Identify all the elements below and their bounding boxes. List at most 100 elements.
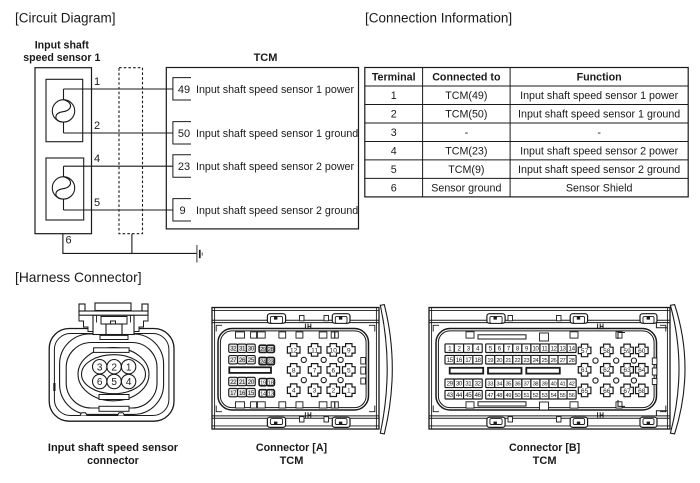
svg-text:19: 19 xyxy=(487,358,493,364)
svg-text:TCM(23): TCM(23) xyxy=(445,146,487,158)
svg-text:5: 5 xyxy=(111,377,117,388)
svg-text:23: 23 xyxy=(178,161,190,173)
svg-text:54: 54 xyxy=(551,393,558,399)
svg-text:56: 56 xyxy=(569,393,575,399)
svg-text:36: 36 xyxy=(515,382,521,388)
svg-text:23: 23 xyxy=(268,359,274,365)
svg-text:50: 50 xyxy=(178,128,190,140)
svg-text:1: 1 xyxy=(94,76,100,88)
svg-text:5: 5 xyxy=(94,197,100,209)
svg-text:TCM: TCM xyxy=(280,455,304,467)
svg-text:Terminal: Terminal xyxy=(372,72,416,84)
svg-text:Input shaft speed sensor 2 gro: Input shaft speed sensor 2 ground xyxy=(196,205,358,217)
svg-text:3: 3 xyxy=(467,346,471,353)
svg-text:-: - xyxy=(465,127,469,139)
svg-text:22: 22 xyxy=(230,379,237,386)
svg-text:47: 47 xyxy=(487,393,493,399)
svg-text:29: 29 xyxy=(260,347,266,353)
svg-text:61: 61 xyxy=(581,367,589,374)
svg-text:40: 40 xyxy=(551,382,557,388)
svg-text:3: 3 xyxy=(97,362,103,373)
svg-text:41: 41 xyxy=(560,382,566,388)
svg-text:29: 29 xyxy=(447,381,454,388)
svg-text:55: 55 xyxy=(560,393,566,399)
svg-text:11: 11 xyxy=(542,346,549,353)
svg-text:62: 62 xyxy=(603,367,611,374)
svg-text:Connector [A]: Connector [A] xyxy=(256,442,327,454)
svg-text:49: 49 xyxy=(178,84,190,96)
svg-text:20: 20 xyxy=(248,379,255,386)
svg-text:16: 16 xyxy=(456,357,463,364)
svg-text:[Circuit Diagram]: [Circuit Diagram] xyxy=(15,11,116,26)
svg-text:12: 12 xyxy=(290,347,298,354)
svg-text:68: 68 xyxy=(638,388,646,395)
svg-text:5: 5 xyxy=(391,164,397,176)
svg-text:49: 49 xyxy=(505,393,511,399)
svg-text:8: 8 xyxy=(516,346,520,353)
svg-text:17: 17 xyxy=(230,390,237,397)
svg-text:9: 9 xyxy=(525,346,529,353)
svg-text:9: 9 xyxy=(347,347,351,354)
svg-text:46: 46 xyxy=(475,392,482,399)
svg-text:4: 4 xyxy=(292,388,296,395)
svg-text:Input shaft speed sensor 2 pow: Input shaft speed sensor 2 power xyxy=(196,161,354,173)
svg-text:Input shaft speed sensor 2 pow: Input shaft speed sensor 2 power xyxy=(520,146,678,158)
svg-text:6: 6 xyxy=(66,235,72,247)
svg-text:21: 21 xyxy=(505,358,511,364)
svg-text:7: 7 xyxy=(507,346,511,353)
svg-text:57: 57 xyxy=(581,348,589,355)
svg-text:27: 27 xyxy=(560,358,566,364)
svg-text:23: 23 xyxy=(524,358,530,364)
svg-text:35: 35 xyxy=(505,382,511,388)
svg-text:14: 14 xyxy=(569,346,576,353)
svg-text:24: 24 xyxy=(533,358,540,364)
svg-text:63: 63 xyxy=(623,367,631,374)
svg-text:28: 28 xyxy=(268,347,274,353)
svg-text:Connected to: Connected to xyxy=(432,72,501,84)
svg-text:18: 18 xyxy=(475,357,482,364)
svg-text:Input shaft speed sensor 1 gro: Input shaft speed sensor 1 ground xyxy=(518,109,680,121)
svg-text:17: 17 xyxy=(465,357,472,364)
svg-text:6: 6 xyxy=(331,367,335,374)
svg-text:4: 4 xyxy=(476,346,480,353)
svg-text:1: 1 xyxy=(448,346,452,353)
svg-text:2: 2 xyxy=(331,388,335,395)
svg-text:44: 44 xyxy=(456,392,463,399)
svg-text:30: 30 xyxy=(456,381,463,388)
svg-text:[Connection Information]: [Connection Information] xyxy=(365,11,512,26)
svg-text:TCM: TCM xyxy=(533,455,557,467)
svg-text:6: 6 xyxy=(391,183,397,195)
svg-text:31: 31 xyxy=(239,346,246,353)
svg-text:66: 66 xyxy=(603,388,611,395)
svg-text:2: 2 xyxy=(391,109,397,121)
svg-text:3: 3 xyxy=(313,388,317,395)
svg-text:connector: connector xyxy=(87,455,139,467)
svg-text:26: 26 xyxy=(551,358,557,364)
svg-text:5: 5 xyxy=(347,367,351,374)
svg-text:Input shaft: Input shaft xyxy=(35,40,90,52)
svg-text:37: 37 xyxy=(524,382,530,388)
svg-text:34: 34 xyxy=(496,382,503,388)
svg-text:13: 13 xyxy=(559,346,566,353)
svg-text:33: 33 xyxy=(487,382,493,388)
svg-text:45: 45 xyxy=(465,392,472,399)
svg-text:TCM: TCM xyxy=(254,52,278,64)
svg-text:64: 64 xyxy=(638,367,646,374)
svg-text:32: 32 xyxy=(230,346,237,353)
svg-text:30: 30 xyxy=(248,346,255,353)
svg-text:8: 8 xyxy=(292,367,296,374)
svg-text:60: 60 xyxy=(638,348,646,355)
svg-text:4: 4 xyxy=(126,377,132,388)
svg-text:59: 59 xyxy=(623,348,631,355)
svg-text:Input shaft speed sensor: Input shaft speed sensor xyxy=(48,442,179,454)
svg-text:5: 5 xyxy=(489,346,493,353)
svg-text:Sensor Shield: Sensor Shield xyxy=(566,183,633,195)
svg-text:26: 26 xyxy=(239,357,246,364)
svg-text:10: 10 xyxy=(532,346,539,353)
svg-text:Input shaft speed sensor 1 pow: Input shaft speed sensor 1 power xyxy=(196,84,354,96)
svg-text:11: 11 xyxy=(311,347,318,354)
svg-text:20: 20 xyxy=(496,358,502,364)
svg-text:48: 48 xyxy=(496,393,502,399)
svg-text:-: - xyxy=(597,127,601,139)
svg-text:27: 27 xyxy=(230,357,237,364)
